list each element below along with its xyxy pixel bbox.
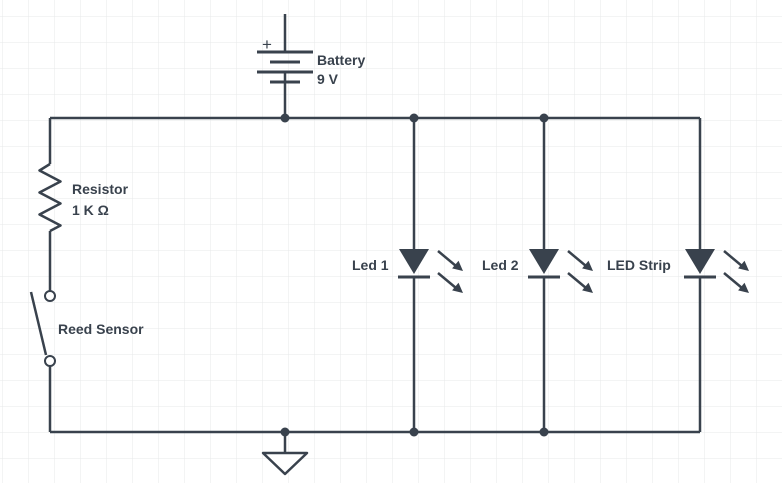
junction-dot (409, 427, 419, 437)
reed-sensor-symbol[interactable]: Reed Sensor (29, 290, 144, 367)
wires (48, 14, 702, 434)
led2-symbol[interactable]: Led 2 (482, 247, 595, 295)
junction-dot (539, 113, 549, 123)
led-strip-symbol[interactable]: LED Strip (607, 247, 751, 295)
led2-label: Led 2 (482, 257, 519, 273)
led-strip-label: LED Strip (607, 257, 671, 273)
battery-value: 9 V (317, 71, 339, 87)
ground-triangle (261, 451, 309, 476)
resistor-label: Resistor (72, 181, 129, 197)
switch-terminal-bottom (44, 355, 56, 367)
junction-dot (280, 113, 290, 123)
ground-symbol[interactable] (261, 432, 309, 476)
battery-label: Battery (317, 52, 365, 68)
junction-dot (539, 427, 549, 437)
junction-dot (409, 113, 419, 123)
switch-terminal-top (44, 290, 56, 302)
reed-sensor-label: Reed Sensor (58, 321, 144, 337)
led1-label: Led 1 (352, 257, 389, 273)
led1-symbol[interactable]: Led 1 (352, 247, 465, 295)
battery-polarity-plus: + (262, 35, 272, 54)
resistor-zigzag (38, 162, 62, 233)
resistor-symbol[interactable]: Resistor 1 K Ω (38, 162, 129, 233)
switch-lever (29, 291, 48, 356)
resistor-value: 1 K Ω (72, 202, 109, 218)
battery-symbol[interactable]: + Battery 9 V (257, 35, 365, 87)
